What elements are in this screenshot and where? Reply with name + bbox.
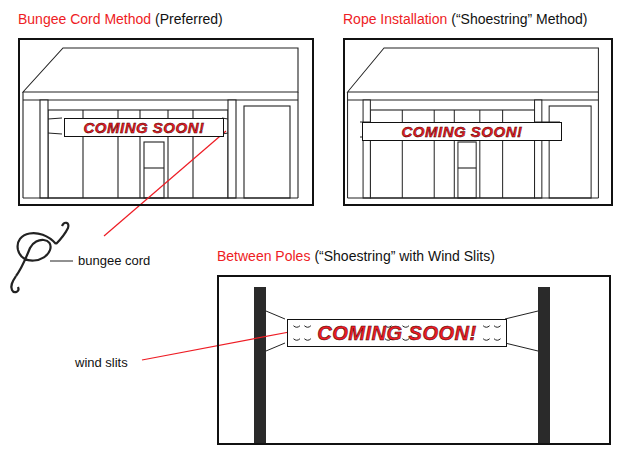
- panel-heading: Between Poles(“Shoestring” with Wind Sli…: [217, 248, 495, 264]
- rope-line: [266, 311, 285, 319]
- storefront-drawing: [348, 48, 599, 198]
- cord-loop: [16, 233, 56, 276]
- awning-line: [348, 99, 599, 100]
- rope-line: [505, 343, 538, 351]
- part-label: bungee cord: [77, 253, 151, 268]
- wind-slit: [304, 339, 311, 341]
- panel-heading: Bungee Cord Method(Preferred): [18, 11, 223, 27]
- ground-line: [348, 197, 599, 198]
- side-window: [549, 106, 591, 198]
- post: [40, 100, 48, 198]
- banner-text: COMING SOON!: [84, 119, 205, 136]
- wind-slit: [494, 339, 501, 341]
- door: [144, 142, 164, 198]
- awning-line: [23, 99, 298, 100]
- leader-line: [142, 330, 300, 360]
- storefront-panel: Bungee Cord Method(Preferred)COMING SOON…: [18, 38, 314, 206]
- leader-line: [50, 261, 73, 262]
- wall-edge: [297, 92, 298, 198]
- wind-slit: [304, 326, 311, 328]
- banner-text: COMING SOON!: [317, 322, 476, 345]
- door: [458, 142, 476, 198]
- wall-edge: [22, 92, 23, 198]
- rope-line: [505, 311, 538, 319]
- banner: COMING SOON!: [64, 118, 224, 137]
- method-title: Bungee Cord Method: [18, 11, 151, 27]
- storefront-drawing: [23, 48, 298, 198]
- post: [535, 100, 542, 198]
- wall-edge: [347, 92, 348, 198]
- post: [363, 100, 370, 198]
- awning: [348, 48, 599, 92]
- banner: COMING SOON!: [362, 122, 562, 141]
- bungee-cord-line: [48, 133, 62, 134]
- wind-slit: [293, 339, 300, 341]
- door-rail: [458, 167, 476, 168]
- hook: [11, 276, 18, 292]
- wind-slit: [483, 326, 490, 328]
- ground-line: [23, 197, 298, 198]
- wall-edge: [598, 92, 599, 198]
- part-label: wind slits: [74, 355, 129, 370]
- leader-line: [104, 131, 226, 236]
- wind-slit: [483, 339, 490, 341]
- storefront-panel: Rope Installation(“Shoestring” Method)CO…: [343, 38, 613, 206]
- method-note: (Preferred): [155, 11, 223, 27]
- wind-slit: [494, 326, 501, 328]
- method-title: Rope Installation: [343, 11, 447, 27]
- side-window: [244, 106, 290, 198]
- bungee-cord-line: [48, 118, 62, 119]
- wind-slit: [293, 326, 300, 328]
- banner-text: COMING SOON!: [402, 123, 523, 140]
- rope-line: [266, 343, 285, 351]
- awning: [23, 48, 298, 92]
- hook: [56, 223, 68, 244]
- method-title: Between Poles: [217, 248, 310, 264]
- method-note: (“Shoestring” Method): [451, 11, 587, 27]
- window-frame: [48, 110, 228, 198]
- pole: [538, 287, 550, 445]
- poles-panel: Between Poles(“Shoestring” with Wind Sli…: [217, 275, 611, 445]
- banner: COMING SOON!: [287, 319, 507, 347]
- post: [228, 100, 236, 198]
- door-rail: [144, 167, 164, 168]
- panel-heading: Rope Installation(“Shoestring” Method): [343, 11, 587, 27]
- method-note: (“Shoestring” with Wind Slits): [314, 248, 495, 264]
- bungee-cord-icon: [11, 223, 73, 292]
- pole: [254, 287, 266, 445]
